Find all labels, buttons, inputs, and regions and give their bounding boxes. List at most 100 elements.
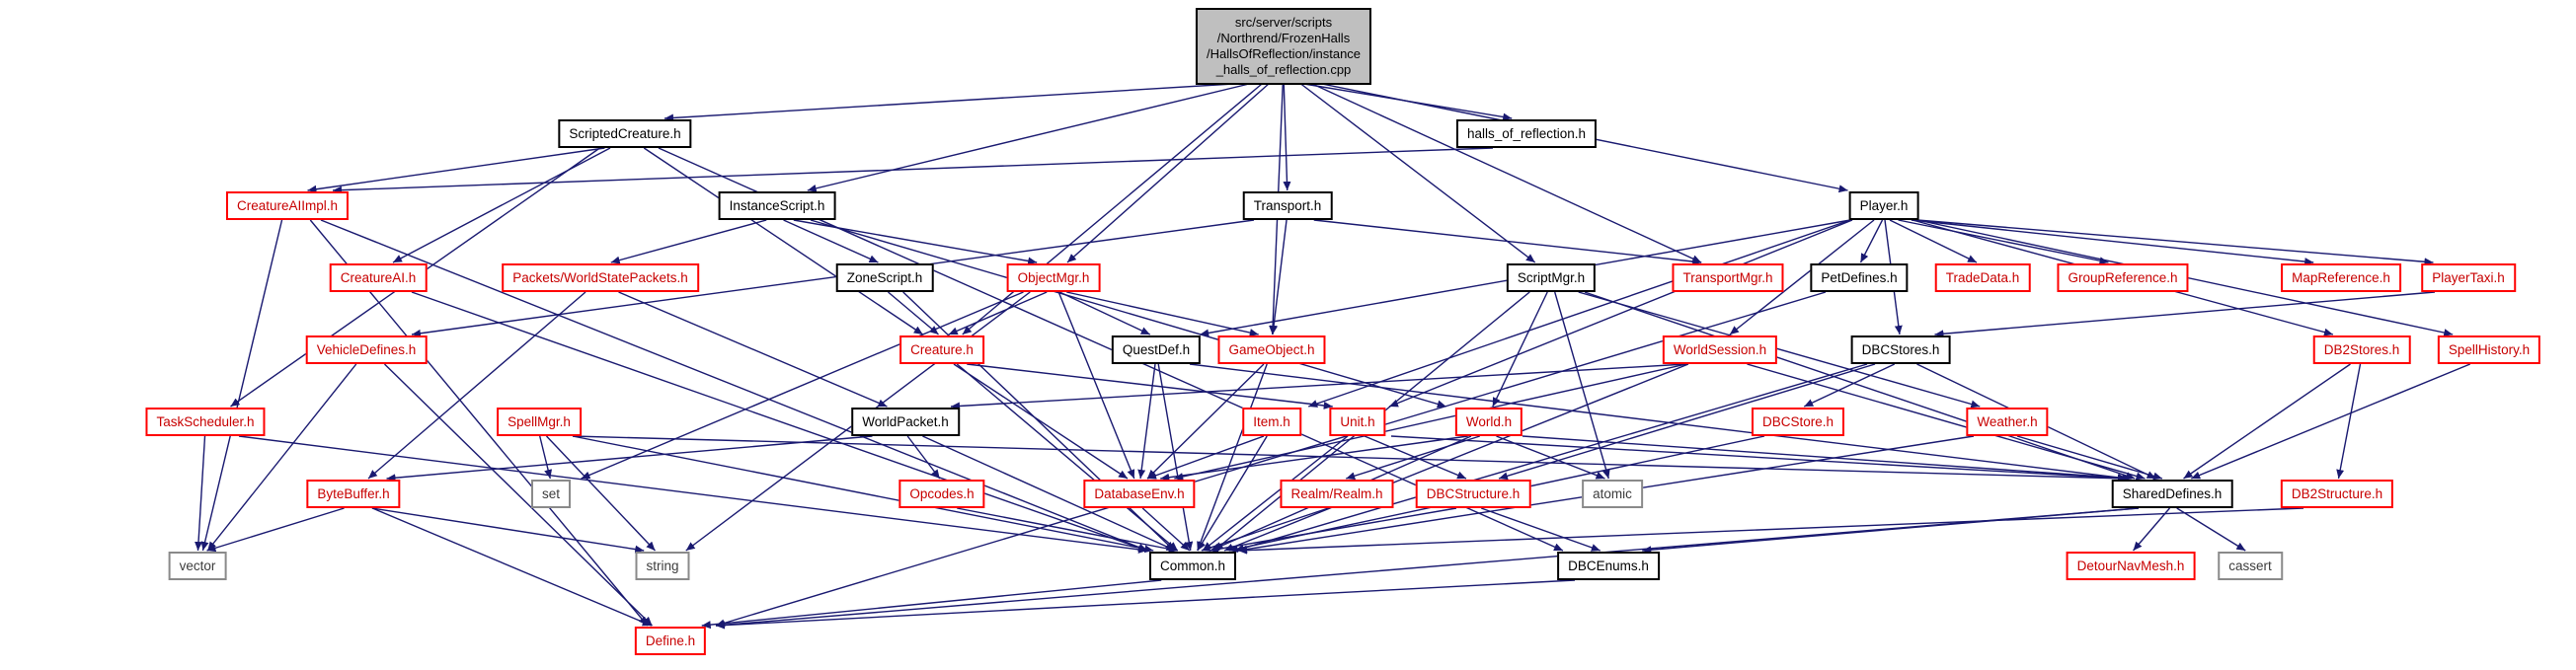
edge-questdef-h-to-common-h [1157, 363, 1194, 552]
edge-creatureaiimpl-h-to-vector [200, 219, 283, 552]
node-dbcstores-h[interactable]: DBCStores.h [1850, 335, 1951, 364]
node-db2structure-h[interactable]: DB2Structure.h [2280, 480, 2394, 508]
node-bytebuffer-h[interactable]: ByteBuffer.h [306, 480, 401, 508]
edge-creature-h-to-unit-h [967, 363, 1333, 409]
node-opcodes-h[interactable]: Opcodes.h [898, 480, 985, 508]
node-common-h[interactable]: Common.h [1148, 552, 1237, 580]
node-define-h[interactable]: Define.h [634, 627, 707, 655]
edge-packets-worldstatepackets-h-to-bytebuffer-h [367, 291, 586, 480]
node-worldsession-h[interactable]: WorldSession.h [1662, 335, 1778, 364]
node-set: set [530, 480, 572, 508]
edge-questdef-h-to-shareddefines-h [1189, 363, 2128, 482]
node-packets-worldstatepackets-h[interactable]: Packets/WorldStatePackets.h [502, 263, 699, 292]
edge-db2stores-h-to-shareddefines-h [2183, 363, 2351, 480]
node-db2stores-h[interactable]: DB2Stores.h [2312, 335, 2411, 364]
node-worldpacket-h[interactable]: WorldPacket.h [851, 408, 960, 436]
edge-player-h-to-item-h [1307, 219, 1851, 408]
edge-weather-h-to-shareddefines-h [2016, 435, 2163, 481]
edge-dbcstores-h-to-dbcstructure-h [1498, 363, 1876, 481]
edge-creature-h-to-databaseenv-h [953, 363, 1129, 480]
edge-spellmgr-h-to-shareddefines-h [572, 435, 2128, 483]
edge-realm-realm-h-to-common-h [1201, 507, 1329, 552]
edge-db2stores-h-to-db2structure-h [2336, 363, 2362, 480]
edge-scriptmgr-h-to-weather-h [1578, 291, 1981, 409]
node-realm-realm-h[interactable]: Realm/Realm.h [1280, 480, 1394, 508]
edge-scriptedcreature-h-to-creature-h [643, 147, 924, 335]
edge-worldsession-h-to-databaseenv-h [1174, 363, 1687, 481]
edge-world-h-to-databaseenv-h [1160, 435, 1468, 482]
node-spellhistory-h[interactable]: SpellHistory.h [2437, 335, 2541, 364]
edge-taskscheduler-h-to-common-h [238, 435, 1148, 554]
edge-objectmgr-h-to-questdef-h [1058, 291, 1151, 335]
node-player-h[interactable]: Player.h [1848, 191, 1919, 220]
edge-halls-of-reflection-h-to-creatureaiimpl-h [332, 147, 1494, 194]
edge-unit-h-to-dbcstructure-h [1364, 435, 1467, 480]
edge-item-h-to-databaseenv-h [1146, 435, 1265, 480]
edge-world-h-to-atomic [1496, 435, 1605, 480]
edge-scriptmgr-h-to-atomic [1554, 291, 1610, 480]
node-dbcenums-h[interactable]: DBCEnums.h [1557, 552, 1660, 580]
edge-player-h-to-mapreference-h [1911, 219, 2314, 266]
node-groupreference-h[interactable]: GroupReference.h [2057, 263, 2189, 292]
edge-dbcstructure-h-to-dbcenums-h [1480, 507, 1601, 552]
node-instancescript-h[interactable]: InstanceScript.h [718, 191, 836, 220]
node-dbcstructure-h[interactable]: DBCStructure.h [1415, 480, 1531, 508]
node-shareddefines-h[interactable]: SharedDefines.h [2111, 480, 2233, 508]
edge-playertaxi-h-to-dbcstores-h [1934, 291, 2436, 338]
node-unit-h[interactable]: Unit.h [1329, 408, 1386, 436]
node-creature-h[interactable]: Creature.h [899, 335, 984, 364]
edge-player-h-to-playertaxi-h [1916, 219, 2434, 266]
edge-objectmgr-h-to-databaseenv-h [1057, 291, 1135, 480]
edge-scriptedcreature-h-to-creatureai-h [392, 147, 611, 263]
node-dbcstore-h[interactable]: DBCStore.h [1751, 408, 1845, 436]
node-tradedata-h[interactable]: TradeData.h [1934, 263, 2031, 292]
edge-spellmgr-h-to-set [539, 435, 553, 480]
node-taskscheduler-h[interactable]: TaskScheduler.h [145, 408, 266, 436]
edge-shareddefines-h-to-cassert [2176, 507, 2246, 552]
node-detournavmesh-h[interactable]: DetourNavMesh.h [2066, 552, 2196, 580]
edge-main-to-creature-h [962, 82, 1264, 335]
node-halls-of-reflection-h[interactable]: halls_of_reflection.h [1455, 119, 1598, 148]
node-objectmgr-h[interactable]: ObjectMgr.h [1006, 263, 1101, 292]
node-scriptmgr-h[interactable]: ScriptMgr.h [1506, 263, 1597, 292]
edge-vehicledefines-h-to-define-h [383, 363, 654, 627]
node-questdef-h[interactable]: QuestDef.h [1111, 335, 1202, 364]
node-weather-h[interactable]: Weather.h [1966, 408, 2049, 436]
node-item-h[interactable]: Item.h [1242, 408, 1301, 436]
node-vehicledefines-h[interactable]: VehicleDefines.h [305, 335, 428, 364]
edge-shareddefines-h-to-detournavmesh-h [2132, 507, 2171, 552]
edge-worldpacket-h-to-bytebuffer-h [386, 435, 873, 483]
node-mapreference-h[interactable]: MapReference.h [2281, 263, 2401, 292]
node-spellmgr-h[interactable]: SpellMgr.h [497, 408, 582, 436]
node-transportmgr-h[interactable]: TransportMgr.h [1672, 263, 1784, 292]
node-scriptedcreature-h[interactable]: ScriptedCreature.h [558, 119, 692, 148]
node-databaseenv-h[interactable]: DatabaseEnv.h [1083, 480, 1196, 508]
edge-objectmgr-h-to-gameobject-h [1066, 291, 1259, 336]
edge-main-to-scriptmgr-h [1298, 82, 1536, 263]
node-cassert: cassert [2218, 552, 2283, 580]
node-creatureaiimpl-h[interactable]: CreatureAIImpl.h [225, 191, 350, 220]
edge-transport-h-to-transportmgr-h [1313, 219, 1702, 265]
edge-packets-worldstatepackets-h-to-worldpacket-h [618, 291, 888, 408]
node-playertaxi-h[interactable]: PlayerTaxi.h [2421, 263, 2516, 292]
edge-bytebuffer-h-to-vector [206, 507, 345, 553]
node-main: src/server/scripts /Northrend/FrozenHall… [1195, 8, 1372, 85]
edge-scriptmgr-h-to-shareddefines-h [1584, 291, 2136, 480]
edge-worldpacket-h-to-opcodes-h [906, 435, 941, 480]
edge-player-h-to-worldsession-h [1729, 219, 1875, 335]
edge-player-h-to-petdefines-h [1859, 219, 1884, 263]
edge-instancescript-h-to-world-h [810, 219, 1446, 409]
node-creatureai-h[interactable]: CreatureAI.h [329, 263, 428, 292]
edge-scriptedcreature-h-to-creatureaiimpl-h [307, 147, 605, 193]
edge-vehicledefines-h-to-vector [206, 363, 357, 552]
node-world-h[interactable]: World.h [1454, 408, 1523, 436]
edge-dbcstructure-h-to-common-h [1209, 507, 1457, 554]
node-gameobject-h[interactable]: GameObject.h [1217, 335, 1326, 364]
node-transport-h[interactable]: Transport.h [1242, 191, 1333, 220]
node-petdefines-h[interactable]: PetDefines.h [1810, 263, 1909, 292]
edge-taskscheduler-h-to-vector [195, 435, 206, 552]
edge-shareddefines-h-to-define-h [715, 507, 2140, 630]
edge-databaseenv-h-to-common-h [1141, 507, 1191, 552]
node-zonescript-h[interactable]: ZoneScript.h [835, 263, 934, 292]
edge-main-to-scriptedcreature-h [664, 82, 1251, 122]
